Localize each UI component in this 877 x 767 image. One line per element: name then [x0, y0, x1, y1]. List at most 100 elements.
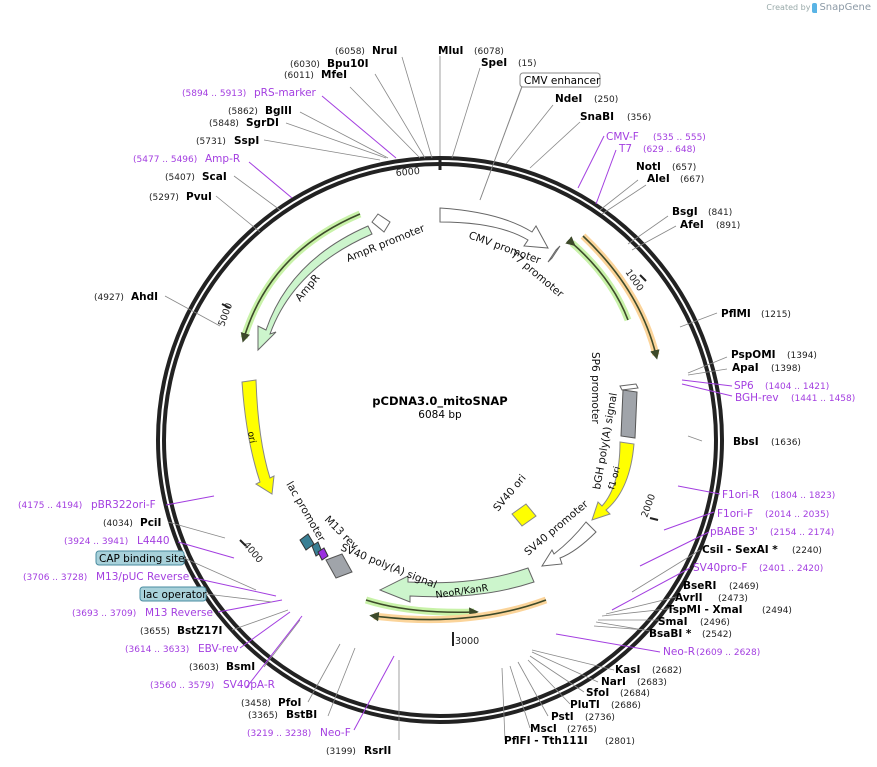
enzyme-kasi[interactable]: KasI: [615, 664, 640, 676]
primer-cmv-f[interactable]: CMV-F: [606, 131, 639, 143]
primer-pos: (2609 .. 2628): [696, 648, 760, 658]
enzyme-bsabi[interactable]: BsaBI *: [649, 628, 692, 640]
primer-sv40pa-r[interactable]: SV40pA-R: [223, 679, 275, 691]
primer-m13-puc-reverse[interactable]: M13/pUC Reverse: [96, 571, 189, 583]
orf-green-top-right[interactable]: [565, 236, 629, 321]
enzyme-pluti[interactable]: PluTI: [570, 699, 600, 711]
enzyme-pos: (657): [672, 163, 696, 173]
primer-bgh-rev[interactable]: BGH-rev: [735, 392, 779, 404]
enzyme-bstbi[interactable]: BstBI: [286, 709, 317, 721]
enzyme-apai[interactable]: ApaI: [732, 362, 759, 374]
primer-m13-reverse[interactable]: M13 Reverse: [145, 607, 213, 619]
enzyme-pos: (2496): [700, 618, 730, 628]
primer-sv40pro-f[interactable]: SV40pro-F: [693, 562, 747, 574]
primer-pos: (535 .. 555): [653, 133, 706, 143]
primer-neo-f[interactable]: Neo-F: [320, 727, 351, 739]
enzyme-nari[interactable]: NarI: [601, 676, 626, 688]
enzyme-tspmi-xmai[interactable]: TspMI - XmaI: [667, 604, 743, 616]
orf-orange-neor[interactable]: [369, 599, 547, 622]
enzyme-csii-sexai[interactable]: CsiI - SexAI *: [702, 544, 778, 556]
boxed-feature-labels: CMV enhancer CAP binding site lac operat…: [95, 72, 601, 603]
enzyme-ndei[interactable]: NdeI: [555, 93, 582, 105]
primer-l4440[interactable]: L4440: [137, 535, 170, 547]
enzyme-nrui[interactable]: NruI: [372, 45, 397, 57]
primer-neo-r[interactable]: Neo-R: [663, 646, 695, 658]
primer-t7[interactable]: T7: [618, 143, 632, 155]
enzyme-bstz17i[interactable]: BstZ17I: [177, 625, 222, 637]
enzyme-afei[interactable]: AfeI: [680, 219, 704, 231]
sv40-polya-signal-box[interactable]: [325, 553, 353, 579]
ori-arrow[interactable]: [241, 379, 275, 495]
enzyme-bsmi[interactable]: BsmI: [226, 661, 255, 673]
enzyme-bseri[interactable]: BseRI: [683, 580, 716, 592]
enzyme-msci[interactable]: MscI: [530, 723, 557, 735]
primer-prs-marker[interactable]: pRS-marker: [254, 87, 317, 99]
enzyme-bbsi[interactable]: BbsI: [733, 436, 759, 448]
enzyme-pflmi[interactable]: PflMI: [721, 308, 751, 320]
f1-ori-arrow[interactable]: [591, 441, 635, 521]
enzyme-pos: (6078): [474, 47, 504, 57]
ampr-arrow[interactable]: [257, 225, 373, 352]
enzyme-sgrdi[interactable]: SgrDI: [246, 117, 279, 129]
enzyme-pvui[interactable]: PvuI: [186, 191, 212, 203]
enzyme-pos: (356): [627, 113, 651, 123]
primer-labels: (5894 .. 5913)pRS-marker (5477 .. 5496)A…: [18, 87, 855, 739]
enzyme-pcii[interactable]: PciI: [140, 517, 161, 529]
plasmid-length: 6084 bp: [418, 409, 462, 421]
enzyme-ahdi[interactable]: AhdI: [131, 291, 158, 303]
t7-promoter-arrow[interactable]: [547, 245, 561, 263]
cmv-enhancer-label: CMV enhancer: [524, 75, 601, 87]
neor-kanr-arrow[interactable]: [378, 567, 535, 603]
sp6-promoter-arrow[interactable]: [619, 383, 639, 391]
primer-pbabe-3[interactable]: pBABE 3': [710, 526, 758, 538]
primer-amp-r[interactable]: Amp-R: [205, 153, 240, 165]
enzyme-spei[interactable]: SpeI: [481, 57, 507, 69]
primer-pos: (3693 .. 3709): [72, 609, 136, 619]
enzyme-mfei[interactable]: MfeI: [321, 69, 347, 81]
enzyme-pos: (4034): [103, 519, 133, 529]
primer-f1ori-r[interactable]: F1ori-R: [722, 489, 759, 501]
ampr-promoter-arrow[interactable]: [371, 213, 391, 233]
primer-pos: (3560 .. 3579): [150, 681, 214, 691]
enzyme-pos: (2542): [702, 630, 732, 640]
enzyme-alei[interactable]: AleI: [647, 173, 670, 185]
enzyme-sspi[interactable]: SspI: [234, 135, 259, 147]
enzyme-pflfi-tth111i[interactable]: PflFI - Tth111I: [504, 735, 588, 747]
m13-rev-box[interactable]: [317, 547, 329, 561]
sv40-promoter-arrow[interactable]: [541, 521, 597, 567]
enzyme-pos: (4927): [94, 293, 124, 303]
primer-sp6[interactable]: SP6: [734, 380, 754, 392]
enzyme-noti[interactable]: NotI: [636, 161, 661, 173]
primer-pbr322ori-f[interactable]: pBR322ori-F: [91, 499, 156, 511]
primer-f1ori-f[interactable]: F1ori-F: [717, 508, 753, 520]
enzyme-bglii[interactable]: BglII: [265, 105, 292, 117]
enzyme-mlui[interactable]: MluI: [438, 45, 463, 57]
orf-orange-top-right[interactable]: [582, 235, 660, 360]
enzyme-snabi[interactable]: SnaBI: [580, 111, 614, 123]
cap-site-box[interactable]: [299, 533, 315, 551]
enzyme-pos: (2473): [718, 594, 748, 604]
cmv-promoter-arrow[interactable]: [439, 207, 549, 249]
bgh-polya-signal-box[interactable]: [620, 389, 638, 439]
primer-pos: (1404 .. 1421): [765, 382, 829, 392]
enzyme-pos: (891): [716, 221, 740, 231]
enzyme-leaders: [164, 56, 728, 741]
enzyme-pspomi[interactable]: PspOMI: [731, 349, 776, 361]
primer-ebv-rev[interactable]: EBV-rev: [198, 643, 239, 655]
enzyme-sfoi[interactable]: SfoI: [586, 687, 609, 699]
cmv-enhancer-box[interactable]: [519, 72, 601, 88]
primer-pos: (1804 .. 1823): [771, 491, 835, 501]
enzyme-bpu10i[interactable]: Bpu10I: [327, 58, 369, 70]
enzyme-psti[interactable]: PstI: [551, 711, 574, 723]
enzyme-smai[interactable]: SmaI: [658, 616, 688, 628]
orf-green-ampr[interactable]: [240, 213, 361, 343]
enzyme-bsgi[interactable]: BsgI: [672, 206, 698, 218]
orf-green-neor[interactable]: [365, 599, 479, 617]
enzyme-rsrii[interactable]: RsrII: [364, 745, 391, 757]
primer-pos: (2401 .. 2420): [759, 564, 823, 574]
enzyme-avrii[interactable]: AvrII: [675, 592, 703, 604]
enzyme-scai[interactable]: ScaI: [202, 171, 227, 183]
sv40-ori-box[interactable]: [511, 503, 537, 527]
enzyme-pfoi[interactable]: PfoI: [278, 697, 301, 709]
